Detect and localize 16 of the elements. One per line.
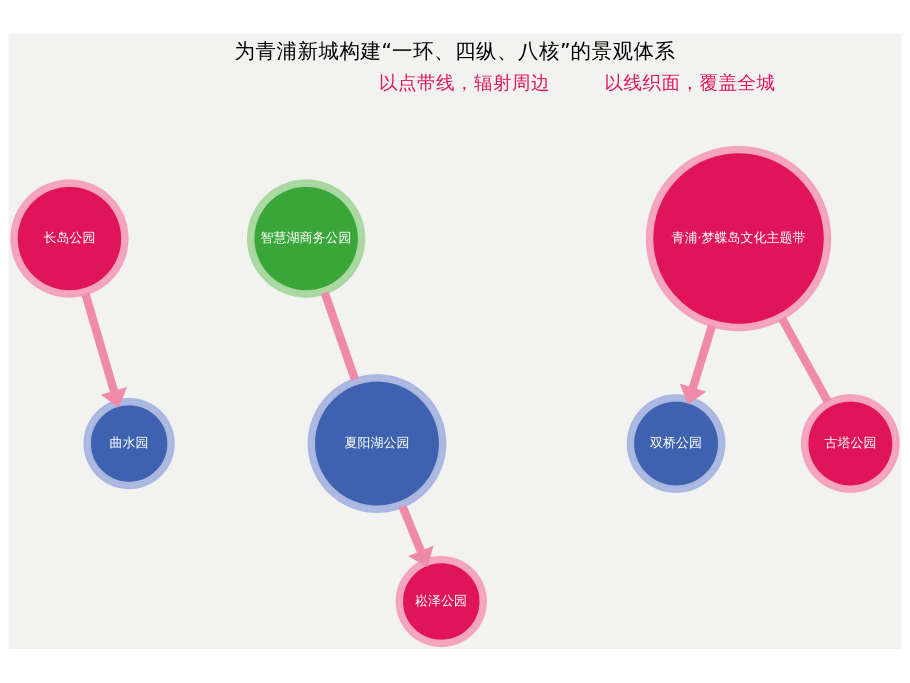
label: 以线织面，覆盖全城 bbox=[604, 72, 776, 94]
arrow bbox=[398, 504, 434, 568]
connector bbox=[320, 291, 359, 381]
connector bbox=[778, 316, 832, 404]
node-circle: 曲水园 bbox=[83, 398, 175, 490]
arrow bbox=[81, 292, 128, 408]
label: 以点带线，辐射周边 bbox=[379, 72, 550, 94]
node-circle: 智慧湖商务公园 bbox=[246, 179, 366, 298]
arrow bbox=[680, 324, 716, 404]
node-circle: 古塔公园 bbox=[800, 394, 900, 493]
node-circle: 长岛公园 bbox=[10, 179, 129, 298]
node-circle: 青浦·梦蝶岛文化主题带 bbox=[646, 146, 832, 332]
node-circle: 崧泽公园 bbox=[396, 556, 487, 648]
node-circle: 夏阳湖公园 bbox=[308, 374, 446, 513]
node-circle: 双桥公园 bbox=[626, 394, 726, 493]
diagram-title: 为青浦新城构建“一环、四纵、八核”的景观体系 bbox=[234, 38, 676, 63]
